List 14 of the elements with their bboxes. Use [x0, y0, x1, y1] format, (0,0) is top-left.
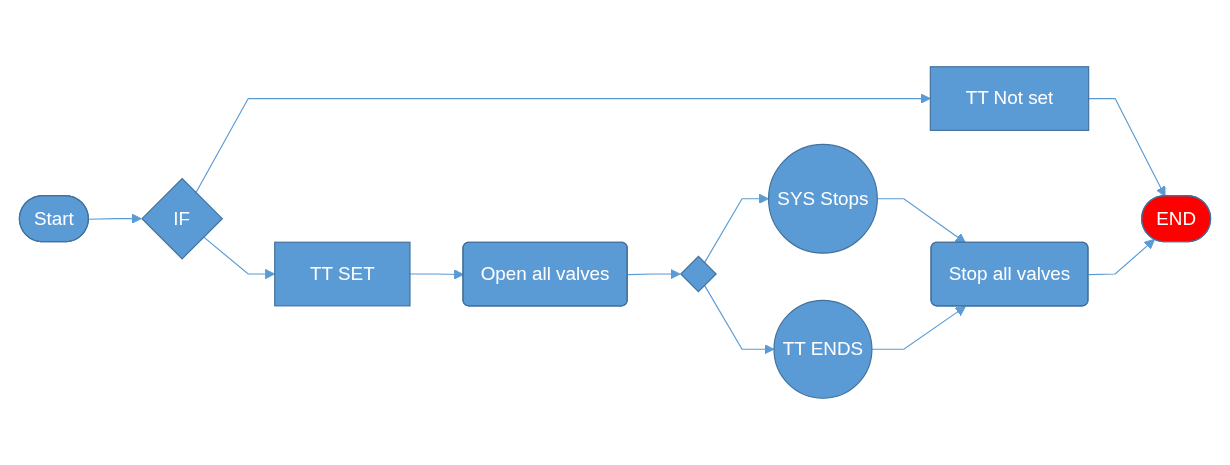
arrow: [88, 213, 142, 224]
node-diamond: [679, 255, 717, 293]
node-circle: SYS Stops: [767, 143, 878, 254]
arrow: [1088, 97, 1166, 197]
node-box: TT SET: [274, 241, 411, 307]
arrow: [627, 268, 681, 280]
arrow: [703, 193, 769, 264]
node-diamond: IF: [141, 177, 224, 260]
node-circle: TT ENDS: [773, 299, 873, 399]
arrow: [195, 93, 931, 194]
arrow: [703, 284, 775, 355]
arrow: [871, 305, 966, 350]
arrow: [1087, 239, 1155, 276]
node-box: TT Not set: [929, 66, 1090, 131]
